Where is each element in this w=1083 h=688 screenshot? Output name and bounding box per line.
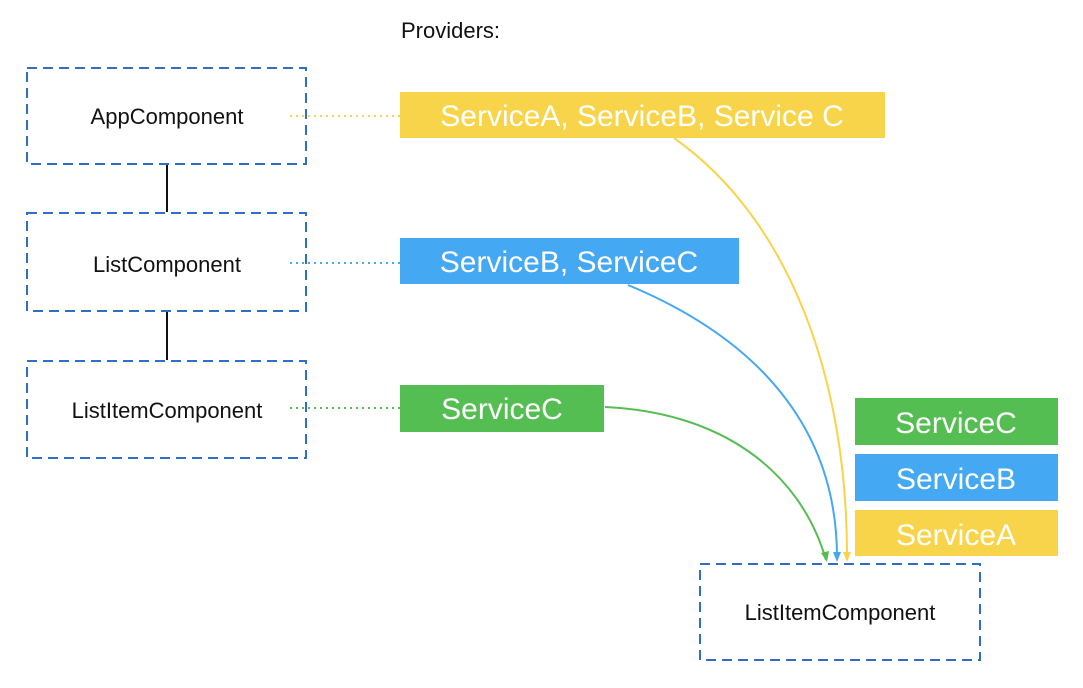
app-providers-label: ServiceA, ServiceB, Service C [440, 100, 843, 133]
blue-resolution-arrow [627, 284, 839, 561]
resolved-service-a-label: ServiceA [896, 519, 1016, 552]
green-arrowhead-icon [821, 551, 829, 562]
app-component-node: AppComponent [26, 67, 307, 165]
blue-arrowhead-icon [833, 552, 841, 562]
resolved-service-c: ServiceC [855, 398, 1058, 445]
list-component-node: ListComponent [26, 212, 307, 312]
resolved-service-c-label: ServiceC [895, 407, 1017, 440]
target-list-item-component-node: ListItemComponent [699, 563, 981, 661]
list-component-label: ListComponent [93, 252, 241, 277]
resolved-service-b: ServiceB [855, 454, 1058, 501]
app-component-label: AppComponent [91, 104, 244, 129]
list-providers-bar: ServiceB, ServiceC [400, 238, 739, 284]
list-item-component-label: ListItemComponent [72, 398, 263, 423]
resolved-service-b-label: ServiceB [896, 463, 1016, 496]
providers-header: Providers: [401, 18, 500, 43]
resolved-service-a: ServiceA [855, 510, 1058, 556]
green-resolution-arrow [604, 406, 827, 561]
list-providers-label: ServiceB, ServiceC [440, 246, 698, 279]
yellow-resolution-arrow [673, 137, 849, 561]
app-providers-bar: ServiceA, ServiceB, Service C [400, 92, 885, 138]
list-item-providers-label: ServiceC [441, 393, 563, 426]
list-item-providers-bar: ServiceC [400, 385, 604, 432]
yellow-arrowhead-icon [843, 552, 851, 562]
target-list-item-component-label: ListItemComponent [745, 600, 936, 625]
list-item-component-node: ListItemComponent [26, 360, 307, 459]
